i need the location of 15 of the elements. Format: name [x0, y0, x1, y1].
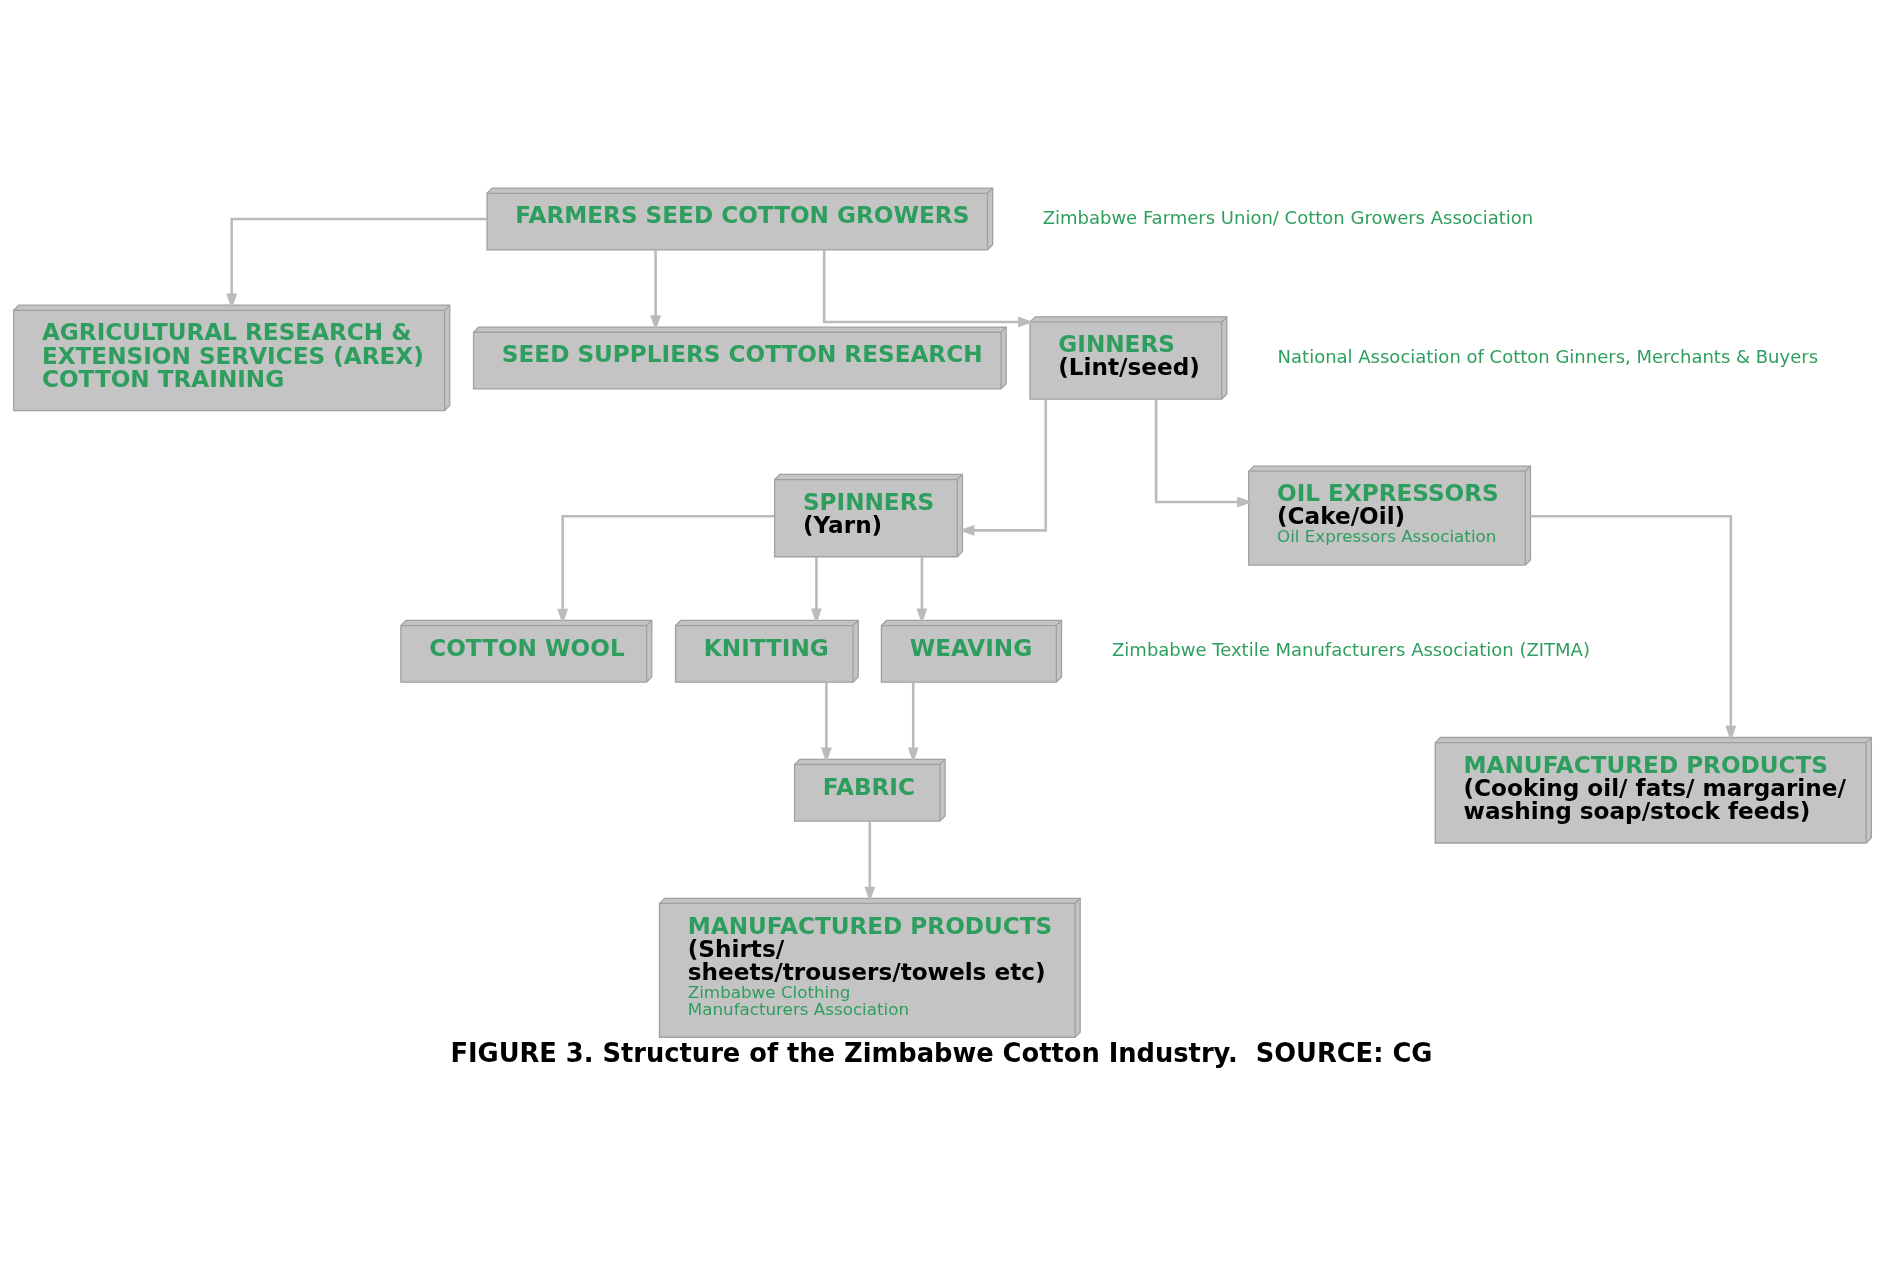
arrow	[557, 514, 775, 624]
arrow	[1530, 514, 1737, 741]
arrow	[820, 682, 832, 763]
arrow	[907, 682, 919, 763]
label: Zimbabwe Textile Manufacturers Association (ZITMA)	[1112, 638, 1590, 660]
arrow	[958, 398, 1048, 536]
caption: FIGURE 3. Structure of the Zimbabwe Cotton Industry. SOURCE: CG	[450, 1037, 1433, 1068]
arrow	[822, 249, 1034, 327]
arrow	[864, 820, 876, 902]
arrow	[916, 556, 928, 624]
node-label: Zimbabwe Farmers Union/ Cotton Growers Association	[1042, 206, 1534, 228]
arrow	[1154, 398, 1253, 507]
arrow	[811, 556, 822, 624]
arrow	[650, 249, 662, 331]
node-label: National Association of Cotton Ginners, Merchants & Buyers	[1277, 345, 1819, 367]
